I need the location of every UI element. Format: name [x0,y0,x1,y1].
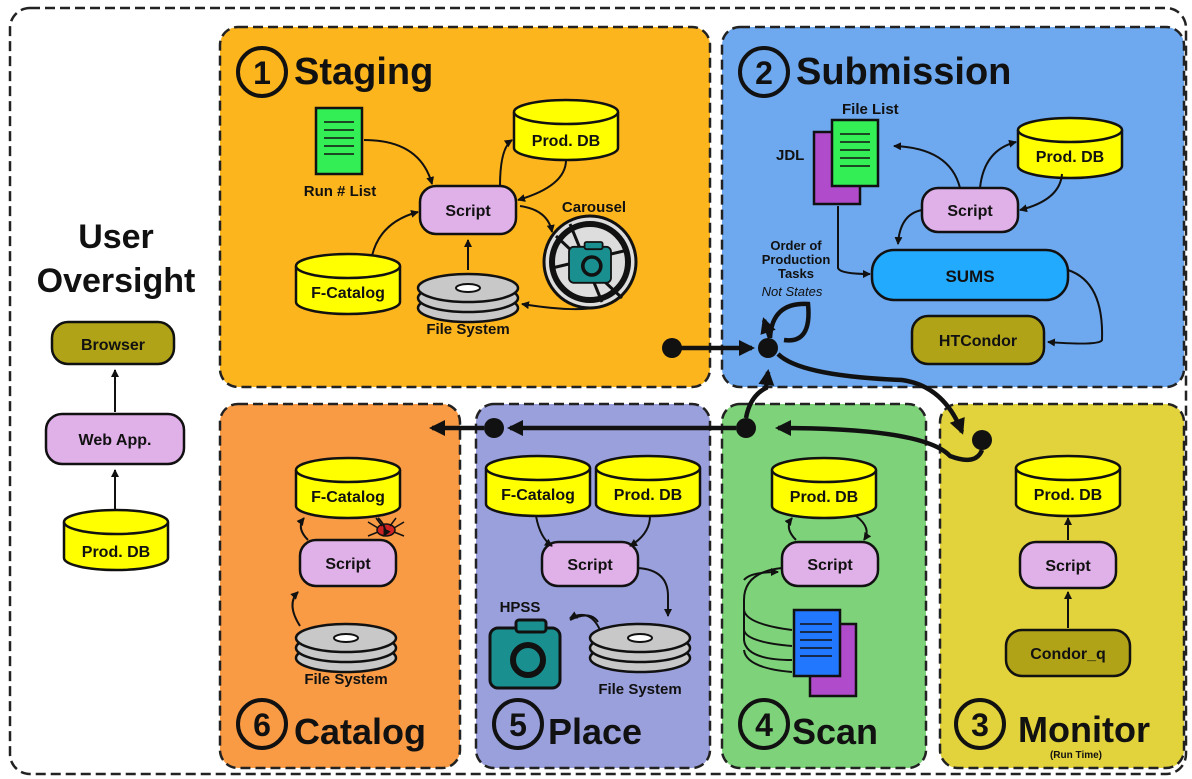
condor-q-node: Condor_q [1004,628,1132,678]
web-app-node: Web App. [44,412,186,466]
catalog-file-system-label: File System [304,671,387,688]
scan-log-docs-icon [792,608,858,698]
staging-f-catalog: F-Catalog [294,252,402,316]
scan-prod-db: Prod. DB [770,456,878,520]
order-note-line3: Tasks [778,266,814,281]
file-list-doc-icon [830,118,880,188]
submission-script: Script [920,186,1020,234]
svg-text:F-Catalog: F-Catalog [311,489,385,506]
monitor-prod-db: Prod. DB [1014,454,1122,518]
carousel-icon [542,214,638,310]
scan-title: Scan [792,711,878,752]
svg-text:Prod. DB: Prod. DB [790,489,858,506]
svg-text:F-Catalog: F-Catalog [501,487,575,504]
submission-heading: 2 Submission [738,46,1011,98]
order-note-line4: Not States [762,284,823,299]
place-file-system-label: File System [598,681,681,698]
catalog-script: Script [298,538,398,588]
svg-text:Prod. DB: Prod. DB [532,133,600,150]
svg-text:Script: Script [947,203,993,220]
staging-script: Script [418,184,518,236]
submission-title: Submission [796,51,1011,93]
user-prod-db: Prod. DB [62,508,170,572]
hpss-camera-icon [490,620,560,688]
svg-text:2: 2 [755,55,773,91]
svg-text:F-Catalog: F-Catalog [311,285,385,302]
svg-text:HTCondor: HTCondor [939,333,1017,350]
order-note-line1: Order of [770,238,822,253]
svg-text:Script: Script [445,203,491,220]
catalog-title: Catalog [294,711,426,752]
staging-file-system-label: File System [426,321,509,338]
svg-text:SUMS: SUMS [945,267,994,286]
place-prod-db: Prod. DB [594,454,702,518]
sums-node: SUMS [870,248,1070,302]
workflow-path [429,301,992,463]
run-list-doc-icon [314,106,364,176]
svg-text:4: 4 [755,707,773,743]
carousel-label: Carousel [562,199,626,216]
scan-script: Script [780,540,880,588]
svg-text:Prod. DB: Prod. DB [1036,149,1104,166]
place-heading: 5 Place [492,698,642,752]
scan-heading: 4 Scan [738,698,878,752]
web-app-label: Web App. [79,432,152,449]
catalog-heading: 6 Catalog [236,698,426,752]
staging-title: Staging [294,51,433,93]
order-note-line2: Production [762,252,831,267]
svg-text:Script: Script [325,556,371,573]
outer-frame [8,6,1188,776]
submission-prod-db: Prod. DB [1016,116,1124,180]
svg-text:5: 5 [509,707,527,743]
svg-text:Prod. DB: Prod. DB [82,544,150,561]
staging-heading: 1 Staging [236,46,433,98]
place-title: Place [548,711,642,752]
svg-text:Condor_q: Condor_q [1030,646,1106,663]
svg-text:Prod. DB: Prod. DB [614,487,682,504]
svg-text:6: 6 [253,707,271,743]
place-script: Script [540,540,640,588]
svg-text:3: 3 [971,707,989,743]
svg-text:Script: Script [567,557,613,574]
monitor-subtitle: (Run Time) [1050,750,1102,761]
catalog-f-catalog: F-Catalog [294,456,402,520]
jdl-label: JDL [776,147,804,164]
browser-node: Browser [50,320,176,366]
user-oversight-title-line2: Oversight [37,262,196,300]
catalog-file-system-icon [294,622,398,674]
htcondor-node: HTCondor [910,314,1046,366]
svg-text:Script: Script [807,557,853,574]
monitor-script: Script [1018,540,1118,590]
monitor-heading: 3 Monitor (Run Time) [954,698,1150,761]
place-file-system-icon [588,622,692,674]
user-oversight-title-line1: User [78,218,154,256]
place-f-catalog: F-Catalog [484,454,592,518]
staging-prod-db: Prod. DB [512,98,620,162]
svg-text:Script: Script [1045,558,1091,575]
file-list-label: File List [842,101,899,118]
browser-label: Browser [81,337,145,354]
hpss-label: HPSS [500,599,541,616]
monitor-title: Monitor [1018,709,1150,750]
svg-text:1: 1 [253,55,271,91]
svg-text:Prod. DB: Prod. DB [1034,487,1102,504]
run-list-label: Run # List [304,183,377,200]
staging-file-system-icon [416,272,520,324]
